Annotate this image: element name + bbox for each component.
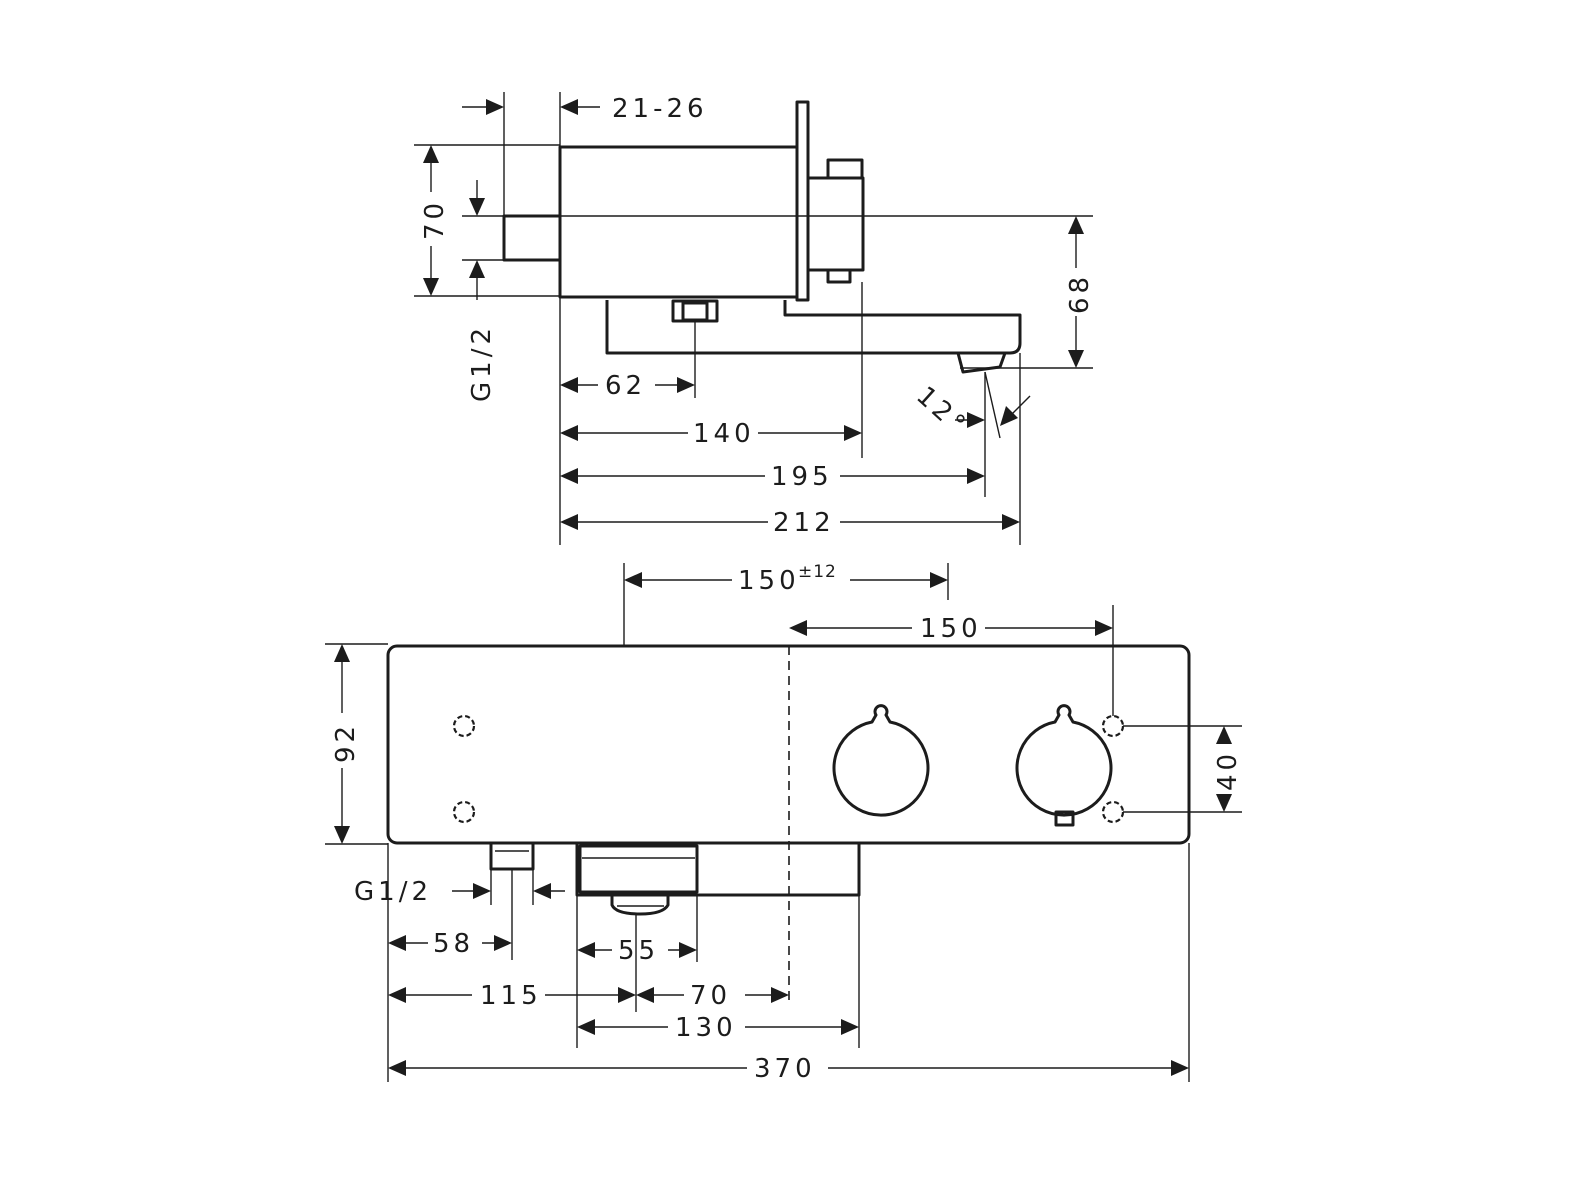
flow-knob-tab [1054, 810, 1075, 827]
dim-195-label: 195 [771, 462, 833, 492]
side-knob [806, 176, 865, 272]
side-view: 21-26 70 G1/2 68 12° 62 [414, 92, 1095, 545]
thermostat-knob [832, 704, 930, 817]
side-knob-cap-bottom [826, 268, 852, 284]
front-aerator [610, 895, 670, 916]
dim-g12-front-label: G1/2 [354, 877, 432, 907]
mount-hole-left-bottom [452, 800, 476, 824]
dim-115-label: 115 [480, 981, 542, 1011]
dim-212-label: 212 [773, 508, 835, 538]
front-view: 150 ±12 150 92 40 G1/2 58 [325, 562, 1243, 1084]
dim-62-label: 62 [605, 371, 646, 401]
dim-92-label: 92 [331, 722, 361, 763]
front-inlet [489, 841, 535, 871]
side-body [558, 145, 799, 299]
side-inlet-stub [502, 214, 562, 262]
flow-knob [1015, 704, 1113, 817]
dim-70-label: 70 [420, 199, 450, 240]
dim-12deg-label: 12° [910, 381, 973, 442]
dim-150-tolerance-label: 150 [738, 566, 800, 596]
side-spout [605, 300, 1022, 355]
dim-tolerance-value: ±12 [798, 562, 837, 582]
dim-140-label: 140 [693, 419, 755, 449]
dim-g12-side-label: G1/2 [467, 324, 497, 402]
dim-68-label: 68 [1065, 273, 1095, 314]
dim-370-label: 370 [754, 1054, 816, 1084]
dim-58-label: 58 [433, 929, 474, 959]
dim-21-26-label: 21-26 [612, 94, 708, 124]
side-spout-nut-inner [681, 301, 709, 322]
dim-150-label: 150 [920, 614, 982, 644]
side-knob-cap-top [826, 158, 864, 180]
mount-hole-right-top [1101, 714, 1125, 738]
dim-70-front-label: 70 [690, 981, 731, 1011]
mount-hole-right-bottom [1101, 800, 1125, 824]
side-wall-plate [795, 100, 810, 302]
dim-130-label: 130 [675, 1013, 737, 1043]
front-spout-inner [578, 844, 699, 894]
side-aerator [956, 351, 1007, 374]
dim-40-label: 40 [1213, 750, 1243, 791]
mount-hole-left-top [452, 714, 476, 738]
dim-55-label: 55 [618, 936, 659, 966]
front-spout [575, 841, 861, 897]
